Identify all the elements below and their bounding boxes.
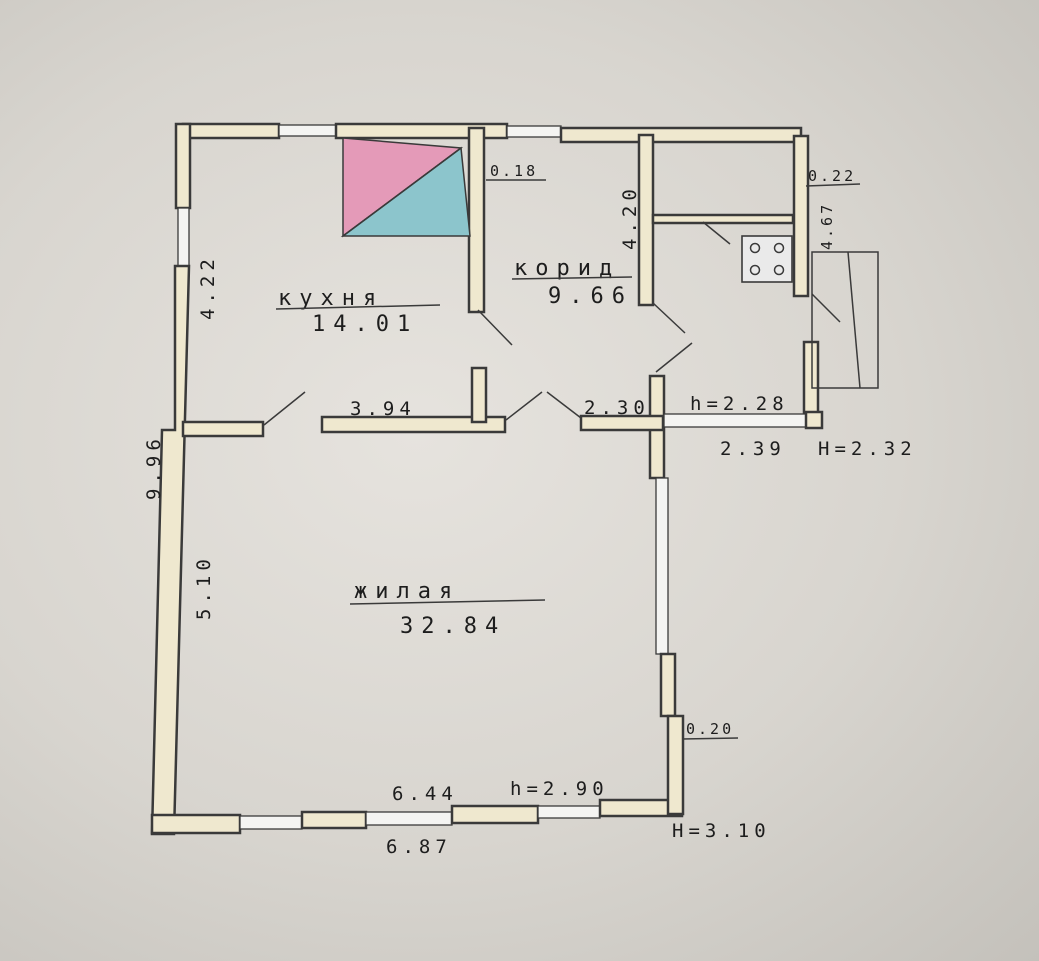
- bottom-wall-mid1: [300, 810, 368, 830]
- dim-wall-inner: 0.18: [490, 162, 538, 180]
- burner-4: [773, 264, 785, 276]
- door-kitchen-living: [263, 391, 306, 426]
- corridor-name: корид: [514, 256, 620, 281]
- dim-wall-veranda-underline: [805, 183, 861, 187]
- left-wall-main: [150, 264, 191, 836]
- dim-house-length: 9.96: [143, 434, 165, 500]
- dim-corridor-length: 4.20: [619, 184, 641, 250]
- divider-stub: [470, 366, 488, 424]
- dim-veranda-outer-height: H=2.32: [818, 438, 917, 460]
- dim-corridor-width: 2.30: [584, 397, 650, 419]
- dim-wall-veranda: 0.22: [808, 167, 856, 185]
- dim-living-inner-height: h=2.90: [510, 778, 609, 800]
- veranda-bottom-corner: [804, 410, 824, 430]
- right-wall-lower: [666, 714, 685, 816]
- door-veranda-inner: [702, 221, 731, 245]
- dim-house-width: 6.87: [386, 836, 452, 858]
- top-wall-right: [559, 126, 803, 144]
- door-kitchen-corridor: [477, 309, 513, 346]
- door-veranda-exit: [811, 293, 841, 323]
- dim-kitchen-width: 3.94: [350, 398, 416, 420]
- divider-right: [579, 414, 665, 432]
- kitchen-stove: [340, 137, 471, 238]
- veranda-right-wall: [792, 134, 810, 298]
- porch-step-line: [847, 251, 861, 389]
- doors: [263, 221, 841, 426]
- top-window-kitchen: [278, 124, 337, 137]
- left-window-kitchen: [177, 207, 190, 267]
- veranda-right-stub: [802, 340, 820, 420]
- veranda-bottom-window: [663, 413, 821, 428]
- dim-living-length: 5.10: [193, 554, 215, 620]
- door-corridor-veranda: [652, 302, 686, 334]
- cooker-body: [741, 235, 793, 283]
- kitchen-name-underline: [275, 304, 441, 310]
- dim-house-outer-height: H=3.10: [672, 820, 771, 842]
- porch-steps: [811, 251, 879, 389]
- door-veranda-lower: [655, 342, 693, 373]
- door-corridor-living-a: [505, 391, 543, 421]
- burner-1: [749, 242, 761, 254]
- cooker-icon: [741, 235, 793, 283]
- bottom-window-mid: [365, 811, 453, 826]
- kitchen-corridor-wall: [467, 126, 486, 314]
- top-window-corridor: [506, 125, 562, 138]
- top-wall-left: [181, 122, 281, 140]
- divider-left: [181, 420, 265, 438]
- bottom-wall-mid2: [450, 804, 540, 825]
- burner-2: [773, 242, 785, 254]
- bottom-window-left: [239, 815, 303, 830]
- right-window-upper: [655, 477, 669, 655]
- door-corridor-living-b: [546, 391, 582, 419]
- living-name: жилая: [354, 579, 460, 604]
- dim-veranda-length: 4.67: [818, 202, 836, 250]
- dim-kitchen-length: 4.22: [197, 254, 219, 320]
- bottom-window-right: [537, 805, 601, 819]
- stove-diagonal: [342, 147, 462, 237]
- left-wall-top: [174, 122, 192, 210]
- living-name-underline: [349, 599, 546, 605]
- kitchen-area: 14.01: [312, 312, 418, 337]
- dim-living-inner-width: 6.44: [392, 783, 458, 805]
- dim-veranda-inner-height: h=2.28: [690, 393, 789, 415]
- bottom-wall-left: [150, 813, 242, 835]
- corridor-veranda-wall: [637, 133, 655, 307]
- burner-3: [749, 264, 761, 276]
- walls: [150, 122, 824, 836]
- dim-wall-outer-underline: [681, 737, 739, 740]
- dim-wall-outer: 0.20: [686, 720, 734, 738]
- porch-outer: [811, 251, 879, 389]
- dim-veranda-width: 2.39: [720, 438, 786, 460]
- living-area: 32.84: [400, 614, 506, 639]
- corridor-area: 9.66: [548, 284, 633, 309]
- corridor-name-underline: [511, 276, 633, 280]
- right-wall-mid: [659, 652, 677, 718]
- divider-mid: [320, 415, 507, 434]
- veranda-inner-divider: [651, 213, 795, 225]
